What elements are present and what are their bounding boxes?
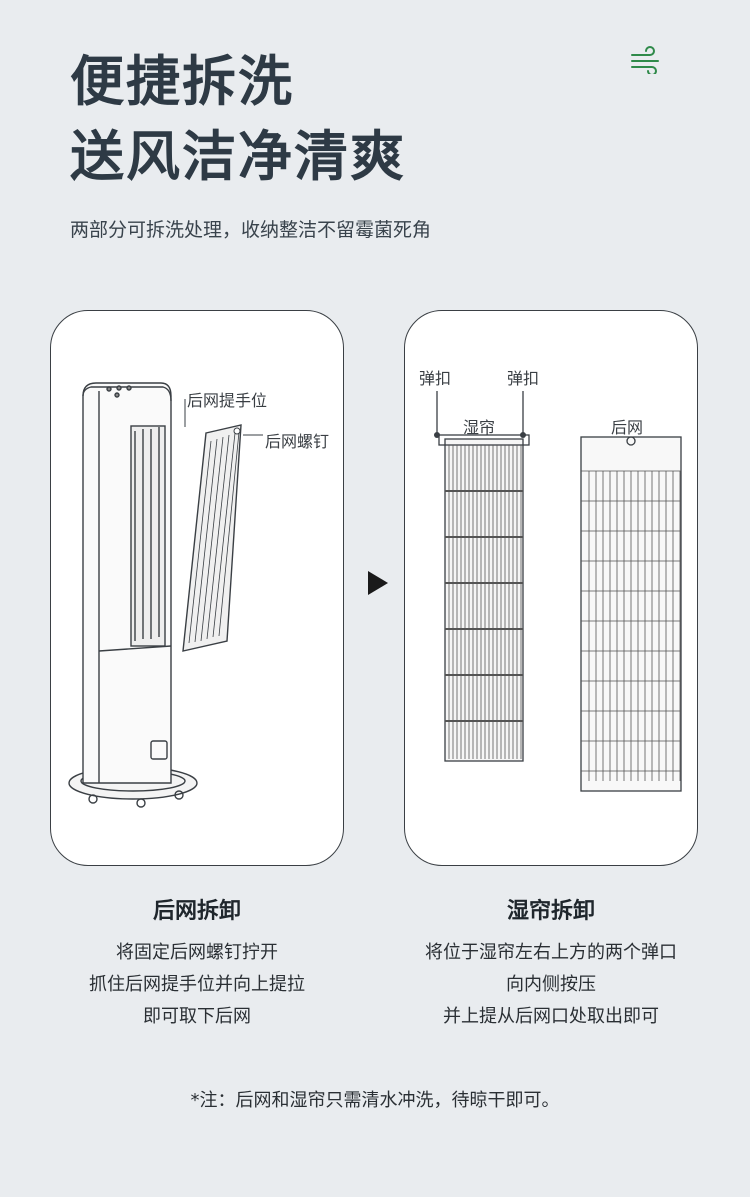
back-net-handle-label: 后网提手位	[187, 391, 268, 410]
caption-line: 并上提从后网口处取出即可	[443, 1006, 659, 1027]
curtain-label: 湿帘	[463, 418, 496, 437]
caption-line: 即可取下后网	[143, 1006, 251, 1027]
page-title-line2: 送风洁净清爽	[70, 125, 406, 188]
back-net-label: 后网	[611, 418, 644, 437]
page-subtitle: 两部分可拆洗处理，收纳整洁不留霉菌死角	[70, 219, 432, 241]
clip-left-label: 弹扣	[419, 369, 452, 388]
caption-line: 向内侧按压	[506, 974, 596, 995]
back-net-screw-label: 后网螺钉	[265, 432, 330, 451]
page-title-line1: 便捷拆洗	[70, 50, 294, 113]
clip-right-label: 弹扣	[507, 369, 540, 388]
curtain-and-net-drawing	[434, 391, 682, 792]
caption-heading: 湿帘拆卸	[506, 899, 595, 924]
tower-fan-drawing	[68, 382, 263, 808]
back-net-removal-caption: 后网拆卸 将固定后网螺钉拧开 抓住后网提手位并向上提拉 即可取下后网	[50, 893, 344, 1033]
caption-line: 将固定后网螺钉拧开	[116, 942, 278, 963]
curtain-removal-illustration: 弹扣 弹扣 湿帘 后网	[404, 310, 698, 866]
caption-heading: 后网拆卸	[152, 899, 241, 924]
curtain-removal-caption: 湿帘拆卸 将位于湿帘左右上方的两个弹口 向内侧按压 并上提从后网口处取出即可	[404, 893, 698, 1033]
next-step-arrow-icon	[368, 571, 388, 595]
caption-line: 抓住后网提手位并向上提拉	[89, 974, 305, 995]
wind-icon	[631, 46, 659, 74]
back-net-removal-illustration: 后网提手位 后网螺钉	[50, 310, 344, 866]
care-note: *注：后网和湿帘只需清水冲洗，待晾干即可。	[190, 1090, 560, 1111]
caption-line: 将位于湿帘左右上方的两个弹口	[425, 942, 677, 963]
